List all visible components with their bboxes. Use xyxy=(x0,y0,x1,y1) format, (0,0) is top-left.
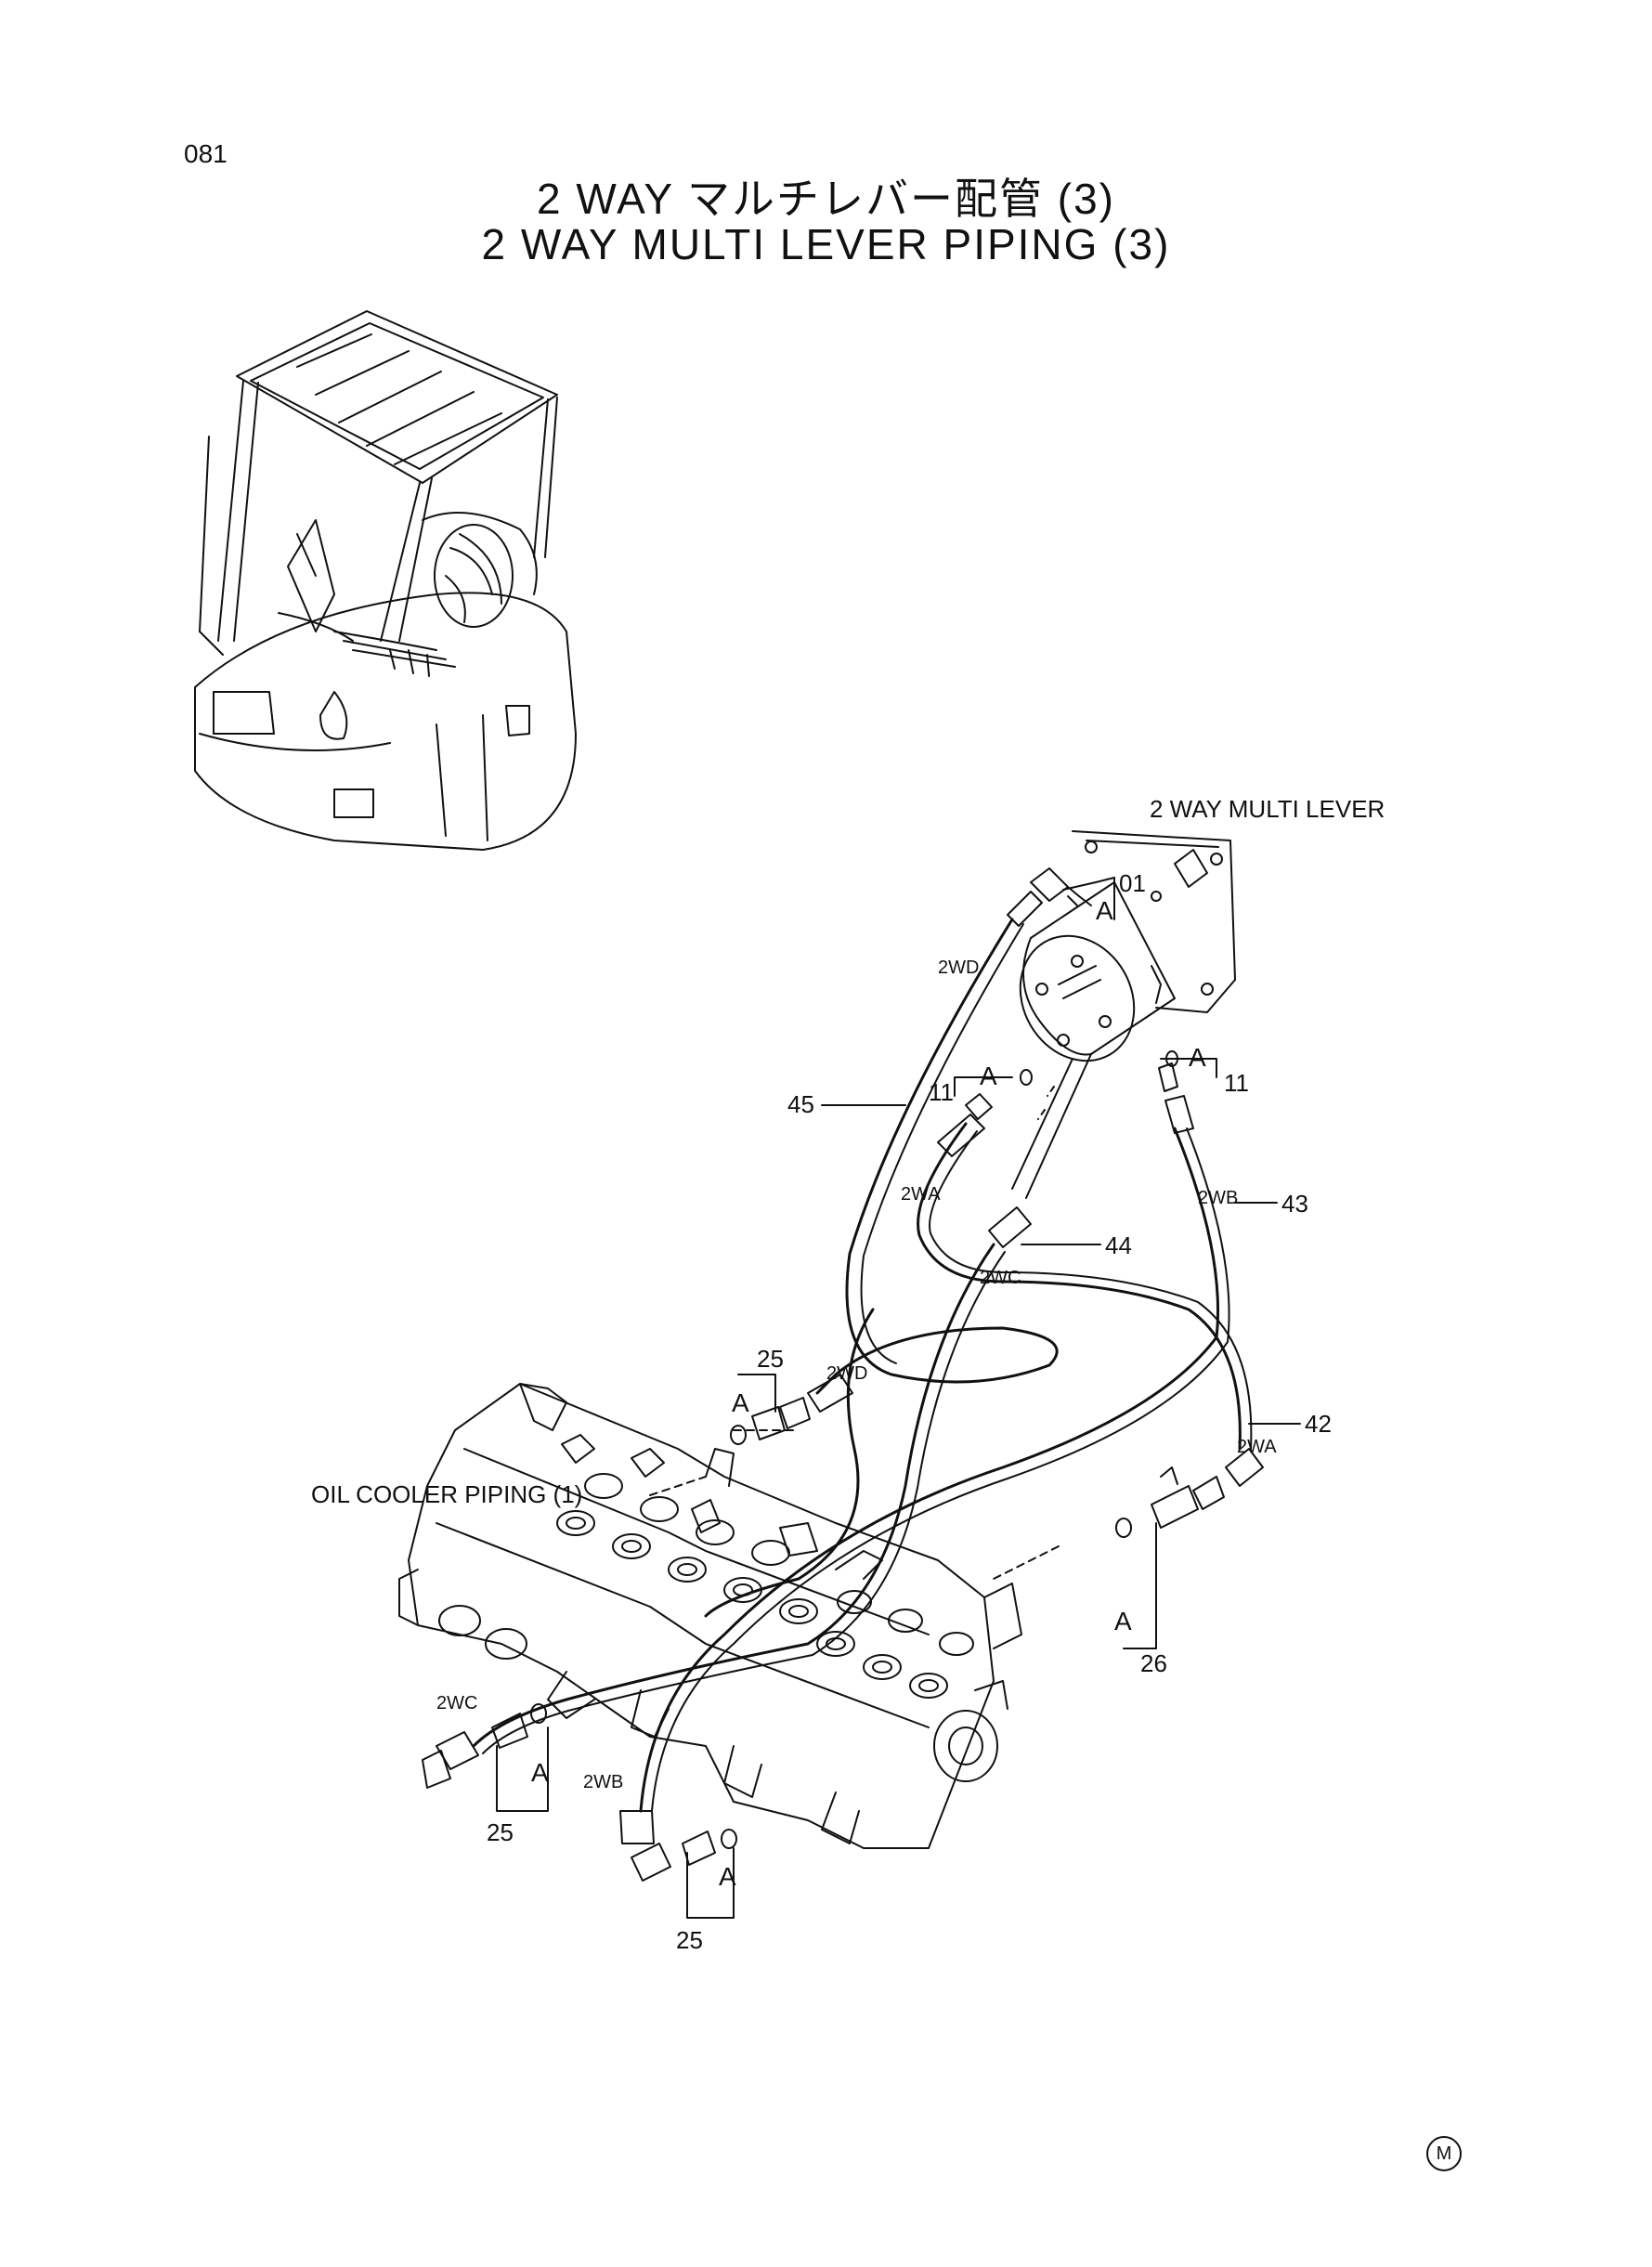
hoses xyxy=(472,918,1253,1813)
callout-26: 26 xyxy=(1140,1649,1167,1677)
detail-mark-a: A xyxy=(732,1388,749,1417)
detail-mark-a: A xyxy=(531,1758,549,1787)
hose-tag-2wa-top: 2WA xyxy=(901,1184,941,1205)
hose-tag-2wd-top: 2WD xyxy=(938,958,979,978)
two-way-multi-lever-label: 2 WAY MULTI LEVER xyxy=(1150,795,1385,823)
hose-tag-2wd-lower: 2WD xyxy=(826,1363,867,1384)
title-japanese: 2 WAY マルチレバー配管 (3) xyxy=(537,175,1115,223)
hose-tag-2wc-lower: 2WC xyxy=(436,1693,477,1713)
detail-mark-a: A xyxy=(1096,896,1113,925)
hose-tag-2wa-lower: 2WA xyxy=(1237,1437,1277,1457)
page-number: 081 xyxy=(184,139,228,168)
callout-43: 43 xyxy=(1281,1190,1308,1218)
callout-45: 45 xyxy=(787,1090,814,1118)
callout-25-lower-middle: 25 xyxy=(676,1926,703,1954)
detail-mark-a: A xyxy=(1114,1607,1132,1635)
detail-mark-a: A xyxy=(1189,1043,1206,1072)
leader-lines xyxy=(496,877,1301,1919)
two-way-multi-lever-assembly xyxy=(1011,830,1236,1199)
callout-42: 42 xyxy=(1305,1410,1332,1438)
detail-mark-a: A xyxy=(980,1062,997,1090)
corner-m-mark: M xyxy=(1426,2136,1462,2171)
callout-11-right: 11 xyxy=(1224,1069,1249,1097)
callout-01: 01 xyxy=(1119,869,1146,897)
hose-tag-2wb-top: 2WB xyxy=(1198,1188,1238,1208)
callout-25-lower-left: 25 xyxy=(487,1818,514,1846)
control-valve-bank xyxy=(398,1383,1022,1849)
title-english: 2 WAY MULTI LEVER PIPING (3) xyxy=(481,220,1171,268)
hose-tag-2wb-lower: 2WB xyxy=(583,1772,623,1792)
callout-25-top: 25 xyxy=(757,1345,784,1373)
oil-cooler-piping-label: OIL COOLER PIPING (1) xyxy=(311,1480,582,1508)
callout-11-left: 11 xyxy=(929,1078,954,1106)
callout-44: 44 xyxy=(1105,1231,1132,1259)
machine-overview-illustration xyxy=(194,310,577,851)
hose-tag-2wc-top: 2WC xyxy=(980,1268,1021,1288)
fittings xyxy=(422,891,1264,1882)
detail-mark-a: A xyxy=(719,1862,736,1891)
